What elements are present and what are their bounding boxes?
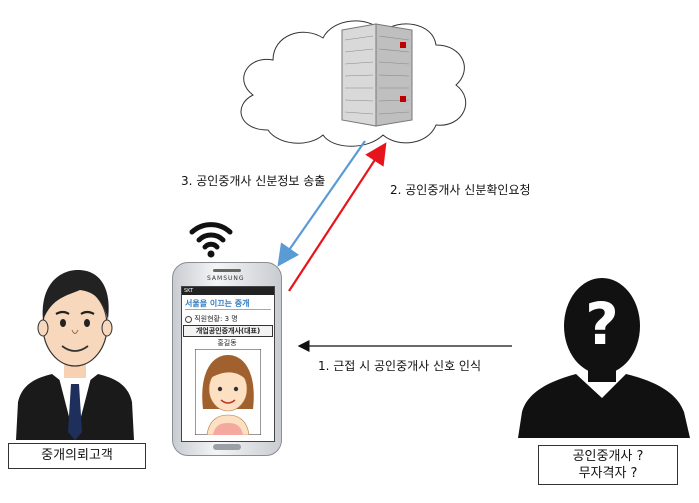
office-name: 개업공인중개사(대표) [183,325,273,337]
carrier-label: SKT [184,288,194,294]
logo-underline [185,309,271,310]
person-name: 홍길동 [217,339,237,347]
response-arrow [277,140,366,267]
phone-speaker [213,269,241,272]
unknown-label: 공인중개사 ? 무자격자 ? [538,445,678,485]
app-logo: 서울을 이끄는 중개 [185,299,250,308]
step-1-label: 1. 근접 시 공인중개사 신호 인식 [318,359,482,373]
smartphone: SAMSUNG SKT 서울을 이끄는 중개 직원현황: 3 명 개업공인중개사… [172,262,282,456]
server-rack-icon [341,23,413,127]
unknown-label-line2: 무자격자 ? [578,466,638,481]
customer-figure [16,270,134,440]
customer-label: 중개의뢰고객 [8,443,146,469]
request-arrow [288,142,387,292]
phone-screen: SKT 서울을 이끄는 중개 직원현황: 3 명 개업공인중개사(대표) 홍길동 [181,286,275,442]
radio-icon [185,315,192,323]
home-button[interactable] [213,444,241,450]
staff-status: 직원현황: 3 명 [185,314,238,324]
step-2-label: 2. 공인중개사 신분확인요청 [390,183,531,197]
step-3-label: 3. 공인중개사 신분정보 송출 [181,174,326,188]
avatar [195,349,261,435]
unknown-label-line1: 공인중개사 ? [572,449,644,464]
staff-status-text: 직원현황: 3 명 [194,315,238,323]
wifi-icon [189,222,233,258]
status-bar: SKT [182,287,274,295]
question-silhouette-icon: ? [514,262,694,438]
svg-text:?: ? [585,290,619,358]
phone-brand: SAMSUNG [207,275,245,282]
